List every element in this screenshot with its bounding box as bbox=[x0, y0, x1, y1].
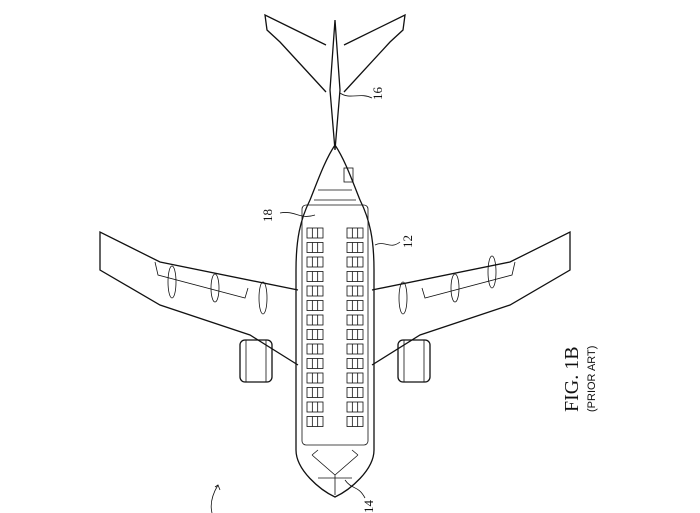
left-wing-pod bbox=[210, 273, 220, 303]
seat-row bbox=[346, 343, 364, 355]
seat-row bbox=[346, 256, 364, 268]
tail-fin bbox=[329, 19, 341, 151]
seat-row bbox=[306, 314, 324, 326]
seat-row bbox=[346, 314, 364, 326]
seat-row bbox=[306, 358, 324, 369]
left-engine bbox=[239, 339, 273, 383]
label-18: 18 bbox=[260, 209, 275, 222]
tail-galley bbox=[343, 167, 354, 183]
seat-row bbox=[346, 372, 364, 384]
seat-row bbox=[346, 227, 364, 239]
seat-row bbox=[306, 285, 324, 297]
label-16: 16 bbox=[370, 87, 385, 101]
right-stabilizer bbox=[343, 13, 406, 93]
seat-row bbox=[306, 271, 324, 282]
seat-row bbox=[306, 256, 324, 268]
seat-row bbox=[306, 401, 324, 413]
seat-row bbox=[306, 242, 324, 253]
seat-row bbox=[306, 343, 324, 355]
seat-row bbox=[346, 300, 364, 311]
seat-row bbox=[306, 227, 324, 239]
seat-row bbox=[306, 416, 324, 427]
seat-row bbox=[346, 242, 364, 253]
cockpit bbox=[311, 449, 359, 495]
label-12: 12 bbox=[400, 235, 415, 248]
right-wing-flap bbox=[421, 261, 516, 299]
figure-subtitle: (PRIOR ART) bbox=[586, 346, 598, 412]
right-inner-pylon bbox=[398, 281, 408, 315]
label-14: 14 bbox=[361, 500, 376, 513]
seat-row bbox=[346, 285, 364, 297]
seat-row bbox=[306, 387, 324, 398]
seat-row bbox=[346, 416, 364, 427]
right-wing-pod bbox=[450, 273, 460, 303]
seat-row bbox=[306, 329, 324, 340]
cabin-outline bbox=[301, 204, 369, 446]
left-inner-pylon bbox=[258, 281, 268, 315]
seat-row bbox=[346, 401, 364, 413]
left-outer-pylon bbox=[167, 265, 177, 299]
seat-row bbox=[346, 329, 364, 340]
left-wing bbox=[99, 230, 299, 366]
right-outer-pylon bbox=[487, 255, 497, 289]
left-stabilizer bbox=[264, 13, 327, 93]
figure-title: FIG. 1B bbox=[561, 346, 583, 412]
seat-row bbox=[346, 358, 364, 369]
right-engine bbox=[397, 339, 431, 383]
seat-row bbox=[346, 271, 364, 282]
seat-row bbox=[346, 387, 364, 398]
right-wing bbox=[371, 230, 571, 366]
fuselage bbox=[295, 143, 375, 498]
left-wing-flap bbox=[154, 261, 249, 299]
seat-row bbox=[306, 372, 324, 384]
seat-map bbox=[306, 227, 364, 427]
seat-row bbox=[306, 300, 324, 311]
